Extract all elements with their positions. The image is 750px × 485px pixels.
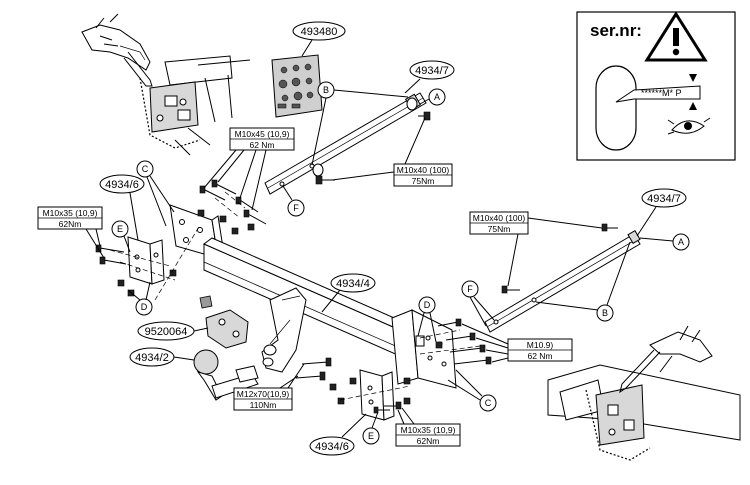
part-label-4934-6-left: 4934/6 (105, 179, 139, 191)
vehicle-detail-top-left (81, 13, 251, 156)
spec-m12x70-torque: 110Nm (250, 400, 277, 410)
callout-f-top: F (293, 203, 299, 213)
callout-d-left: D (141, 302, 148, 312)
vehicle-detail-bottom-right (547, 325, 741, 461)
serial-label: ser.nr: (590, 21, 642, 40)
spec-m10x40-right: M10x40 (100) 75Nm (469, 211, 603, 287)
spec-m10x35-bottom-torque: 62Nm (417, 436, 440, 446)
label-493480-outline (292, 21, 346, 41)
spec-m10x40-right-torque: 75Nm (488, 224, 511, 234)
part-label-4934-7-right: 4934/7 (647, 193, 681, 205)
callout-b-top: B (323, 85, 329, 95)
spec-m10-9-torque: 62 Nm (527, 351, 552, 361)
part-label-493480: 493480 (301, 26, 338, 38)
callout-a-top: A (434, 92, 440, 102)
part-label-4934-4: 4934/4 (336, 278, 370, 290)
callout-d-mid: D (424, 300, 431, 310)
part-label-4934-2: 4934/2 (135, 352, 169, 364)
spec-m10x40-top-torque: 75Nm (412, 176, 435, 186)
part-label-4934-6-bottom: 4934/6 (315, 441, 349, 453)
towball-4934-2: 4934/2 (129, 347, 259, 401)
callout-a-right: A (678, 237, 684, 247)
spec-m10x40-top: M10x40 (100) 75Nm (331, 117, 453, 187)
socket-plate-9520064: 9520064 (137, 295, 249, 349)
spec-m10x45-size: M10x45 (10,9) (235, 129, 290, 139)
callout-c-left: C (142, 164, 149, 174)
spec-m12x70: M12x70(10,9) 110Nm (233, 357, 332, 411)
spec-m12x70-size: M12x70(10,9) (237, 389, 290, 399)
part-label-4934-7-top: 4934/7 (415, 65, 449, 77)
spec-m10-9: M10.9) 62 Nm (461, 323, 573, 363)
serial-number-panel: ser.nr: ******M* P (576, 11, 736, 161)
bolts-mid-right (403, 318, 492, 405)
part-label-9520064: 9520064 (145, 326, 188, 338)
spec-m10x35-left: M10x35 (10,9) 62Nm (37, 206, 105, 259)
spec-m10x35-left-size: M10x35 (10,9) (43, 208, 98, 218)
spec-m10x35-left-torque: 62Nm (59, 219, 82, 229)
callout-b-right: B (602, 308, 608, 318)
serial-plate-text: ******M* P (641, 88, 682, 98)
side-arm-top: 4934/7 (264, 60, 455, 195)
spec-m10x40-top-size: M10x40 (100) (397, 165, 450, 175)
side-arm-right: 4934/7 A B F (461, 188, 690, 333)
callouts-left: C 4934/6 E D (99, 160, 175, 316)
callout-c-bottom: C (485, 398, 492, 408)
spec-m10x45-torque: 62 Nm (249, 140, 274, 150)
side-plate-bottom: 4934/6 E (309, 369, 411, 456)
spec-m10x35-bottom: M10x35 (10,9) 62Nm (395, 407, 461, 447)
callout-e-bottom: E (368, 431, 374, 441)
fastener-kit-493480: 493480 (271, 21, 346, 118)
callouts-mid: D C (417, 296, 497, 412)
spec-m10-9-size: M10.9) (527, 340, 554, 350)
callout-e-left: E (117, 224, 123, 234)
callout-f-right: F (467, 284, 473, 294)
spec-m10x45: M10x45 (10,9) 62 Nm (203, 127, 295, 211)
spec-m10x35-bottom-size: M10x35 (10,9) (401, 425, 456, 435)
main-crossbar-4934-4: 4934/4 (203, 237, 457, 389)
spec-m10x40-right-size: M10x40 (100) (473, 213, 526, 223)
callouts-top-arm: B A F (282, 81, 446, 217)
